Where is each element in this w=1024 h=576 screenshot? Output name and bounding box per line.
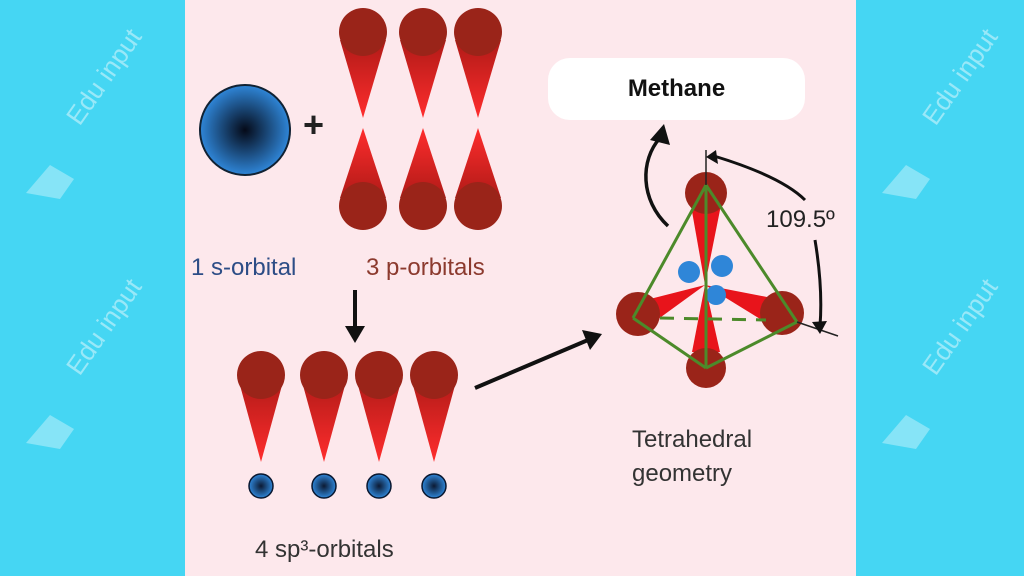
p-orbitals-label: 3 p-orbitals	[366, 254, 485, 281]
down-arrow-icon	[345, 290, 365, 343]
plus-sign: +	[303, 104, 325, 145]
methane-label: Methane	[627, 75, 726, 102]
geometry-label: Tetrahedral geometry	[632, 423, 752, 491]
curved-arrow-up-icon	[644, 124, 670, 228]
watermark-logo-icon	[882, 415, 930, 449]
p-orbital-1	[339, 8, 387, 230]
watermark-logo-icon	[882, 165, 930, 199]
watermark-left-bottom: Edu input	[20, 273, 148, 465]
right-side-band	[856, 0, 1024, 576]
watermark-left-top: Edu input	[20, 23, 148, 215]
s-orbital-label: 1 s-orbital	[191, 254, 297, 281]
tetrahedral-molecule	[616, 172, 804, 388]
bond-angle-label: 109.5º	[766, 206, 835, 233]
watermark-logo-icon	[26, 165, 74, 199]
s-orbital-sphere	[199, 84, 291, 176]
watermark-logo-icon	[26, 415, 74, 449]
geometry-label-line2: geometry	[632, 460, 733, 487]
right-arrow-icon	[474, 330, 602, 390]
bond-angle-indicator	[705, 150, 839, 337]
sp3-orbital-4	[410, 351, 458, 499]
left-side-band	[0, 0, 185, 576]
sp3-orbital-2	[300, 351, 348, 499]
p-orbital-2	[399, 8, 447, 230]
watermark-right-top: Edu input	[876, 23, 1004, 215]
watermark-right-bottom: Edu input	[876, 273, 1004, 465]
sp3-orbital-3	[355, 351, 403, 499]
sp3-orbital-1	[237, 351, 285, 499]
geometry-label-line1: Tetrahedral	[632, 426, 753, 453]
p-orbital-3	[454, 8, 502, 230]
methane-box: Methane	[548, 58, 805, 120]
sp3-orbitals-label: 4 sp³-orbitals	[255, 536, 394, 563]
